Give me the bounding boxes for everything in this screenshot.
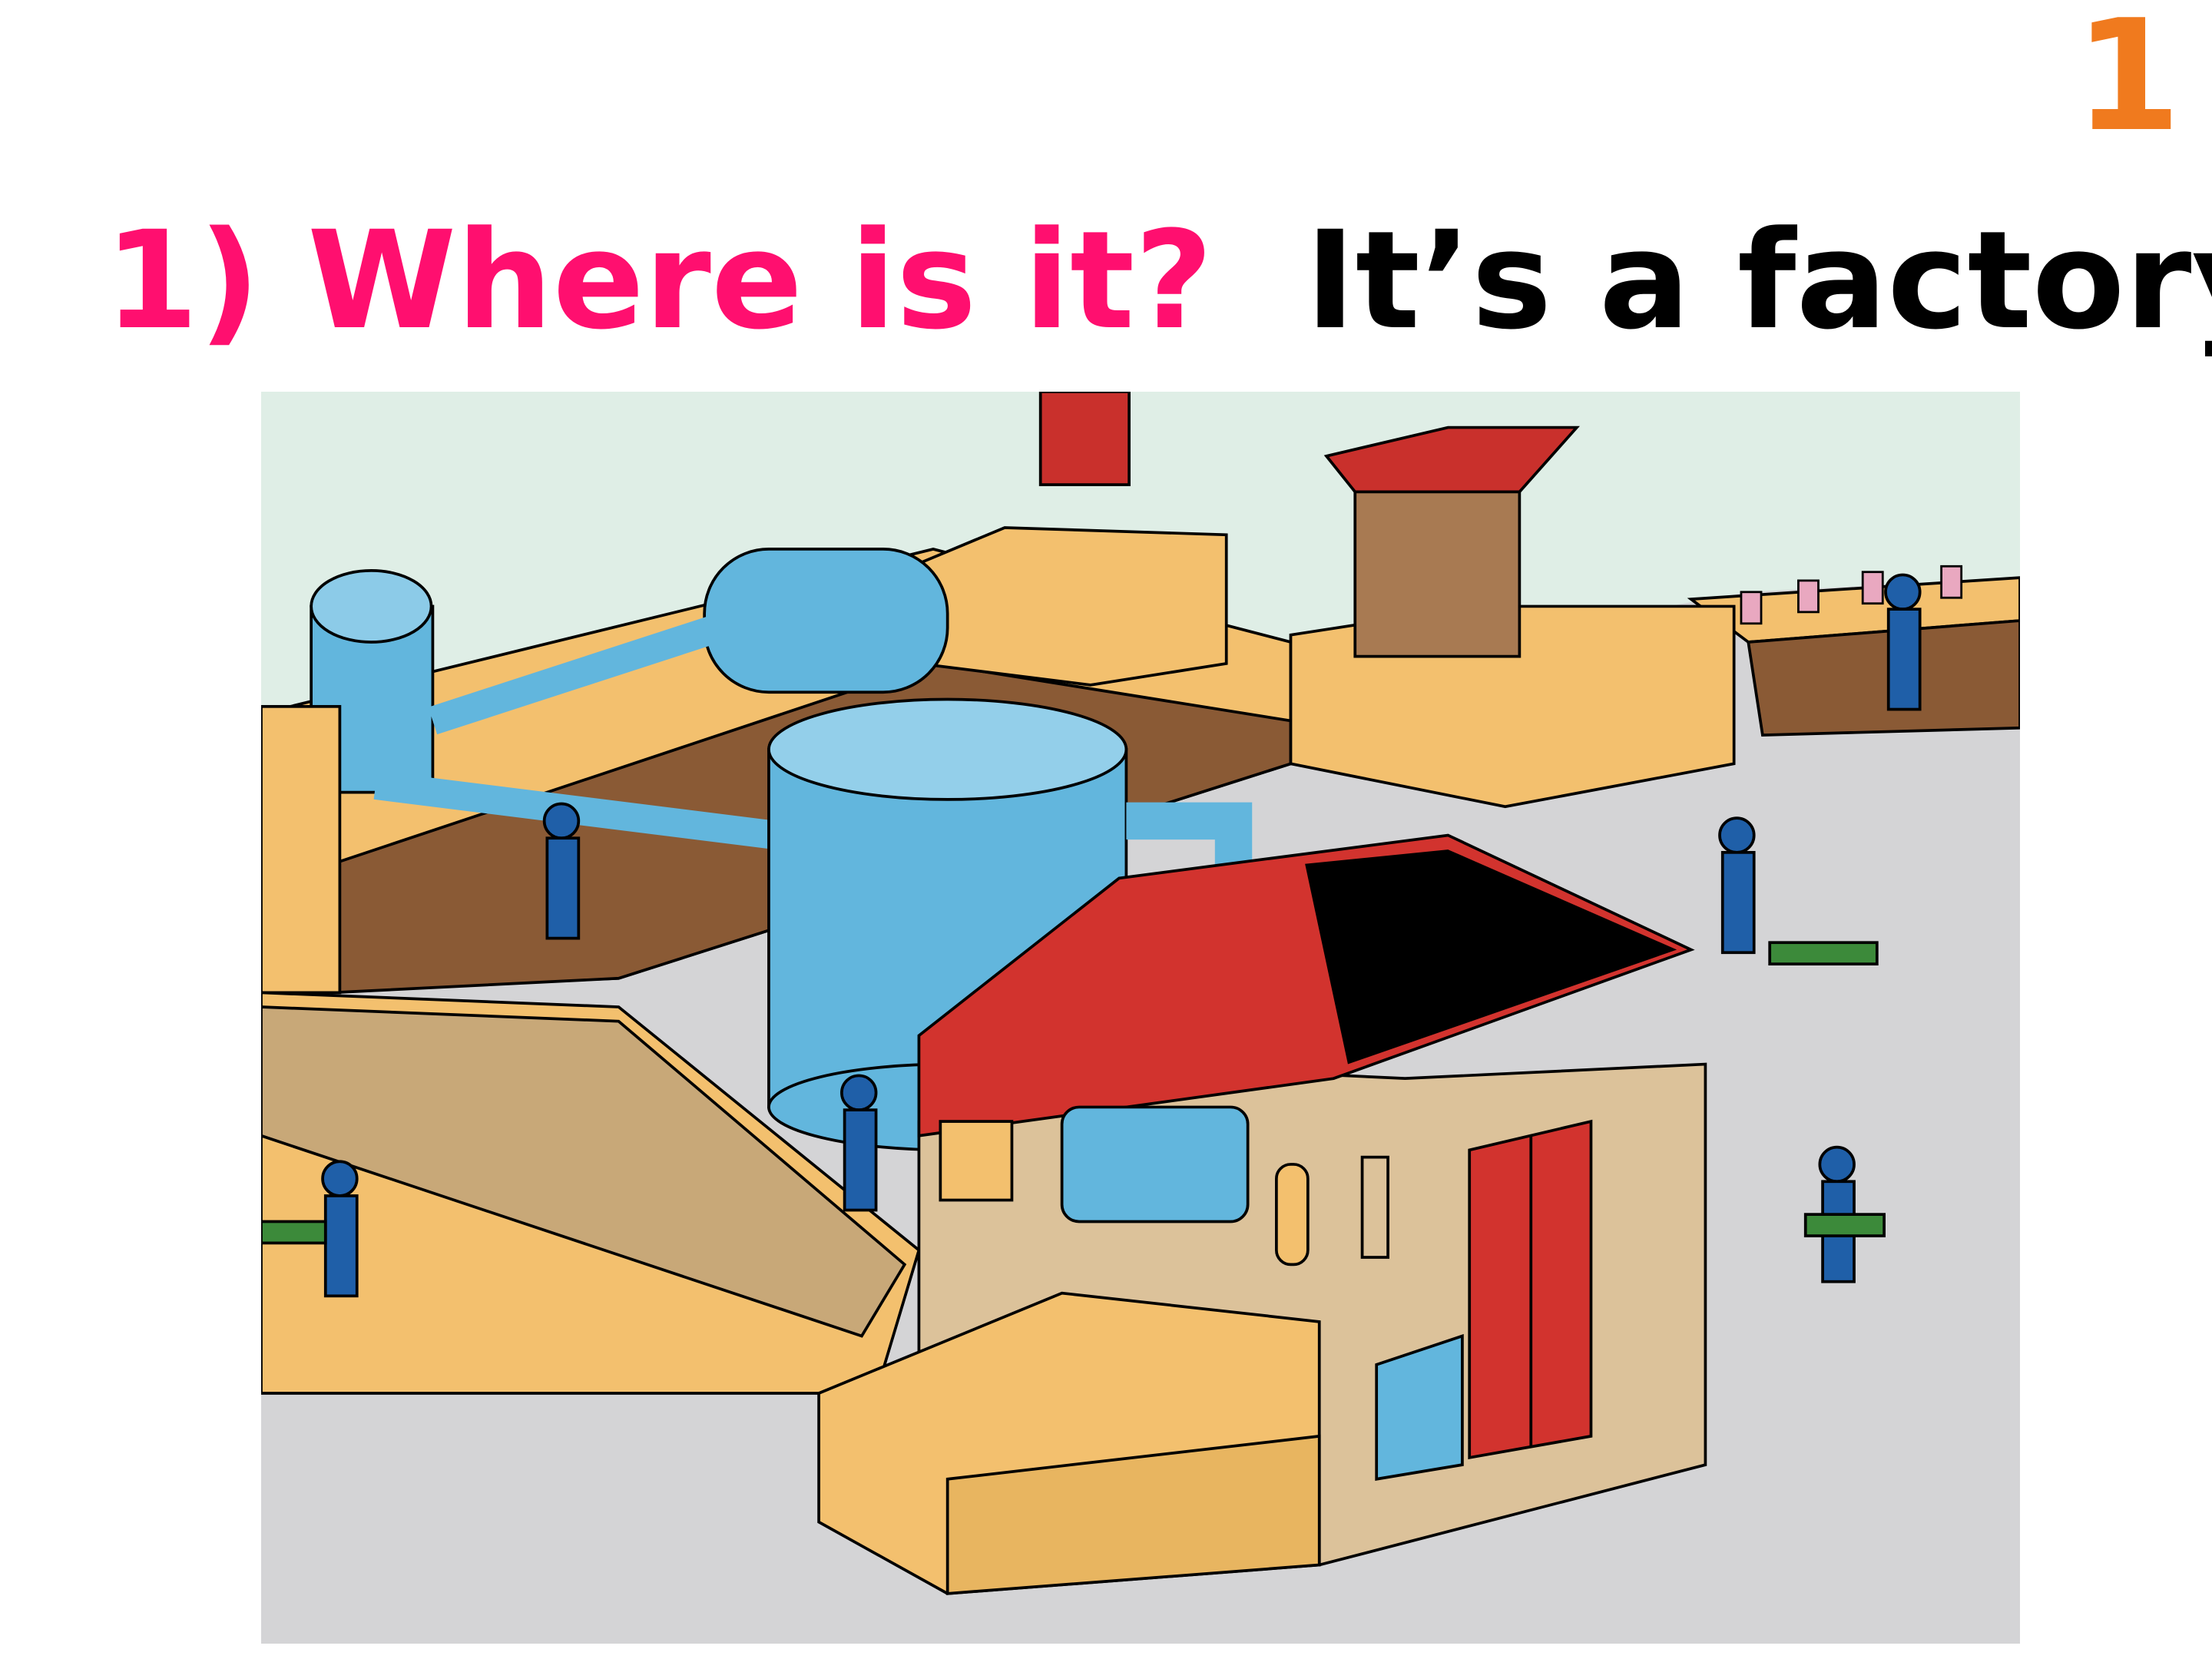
heading: 1) Where is it? It’s a factory. [104, 200, 2212, 362]
factory-illustration [261, 392, 2020, 1644]
slide-number: 1 [2074, 0, 2181, 166]
factory-scene-icon [261, 392, 2020, 1644]
question-text: 1) Where is it? [104, 202, 1214, 359]
answer-text: It’s a factory. [1305, 202, 2212, 359]
